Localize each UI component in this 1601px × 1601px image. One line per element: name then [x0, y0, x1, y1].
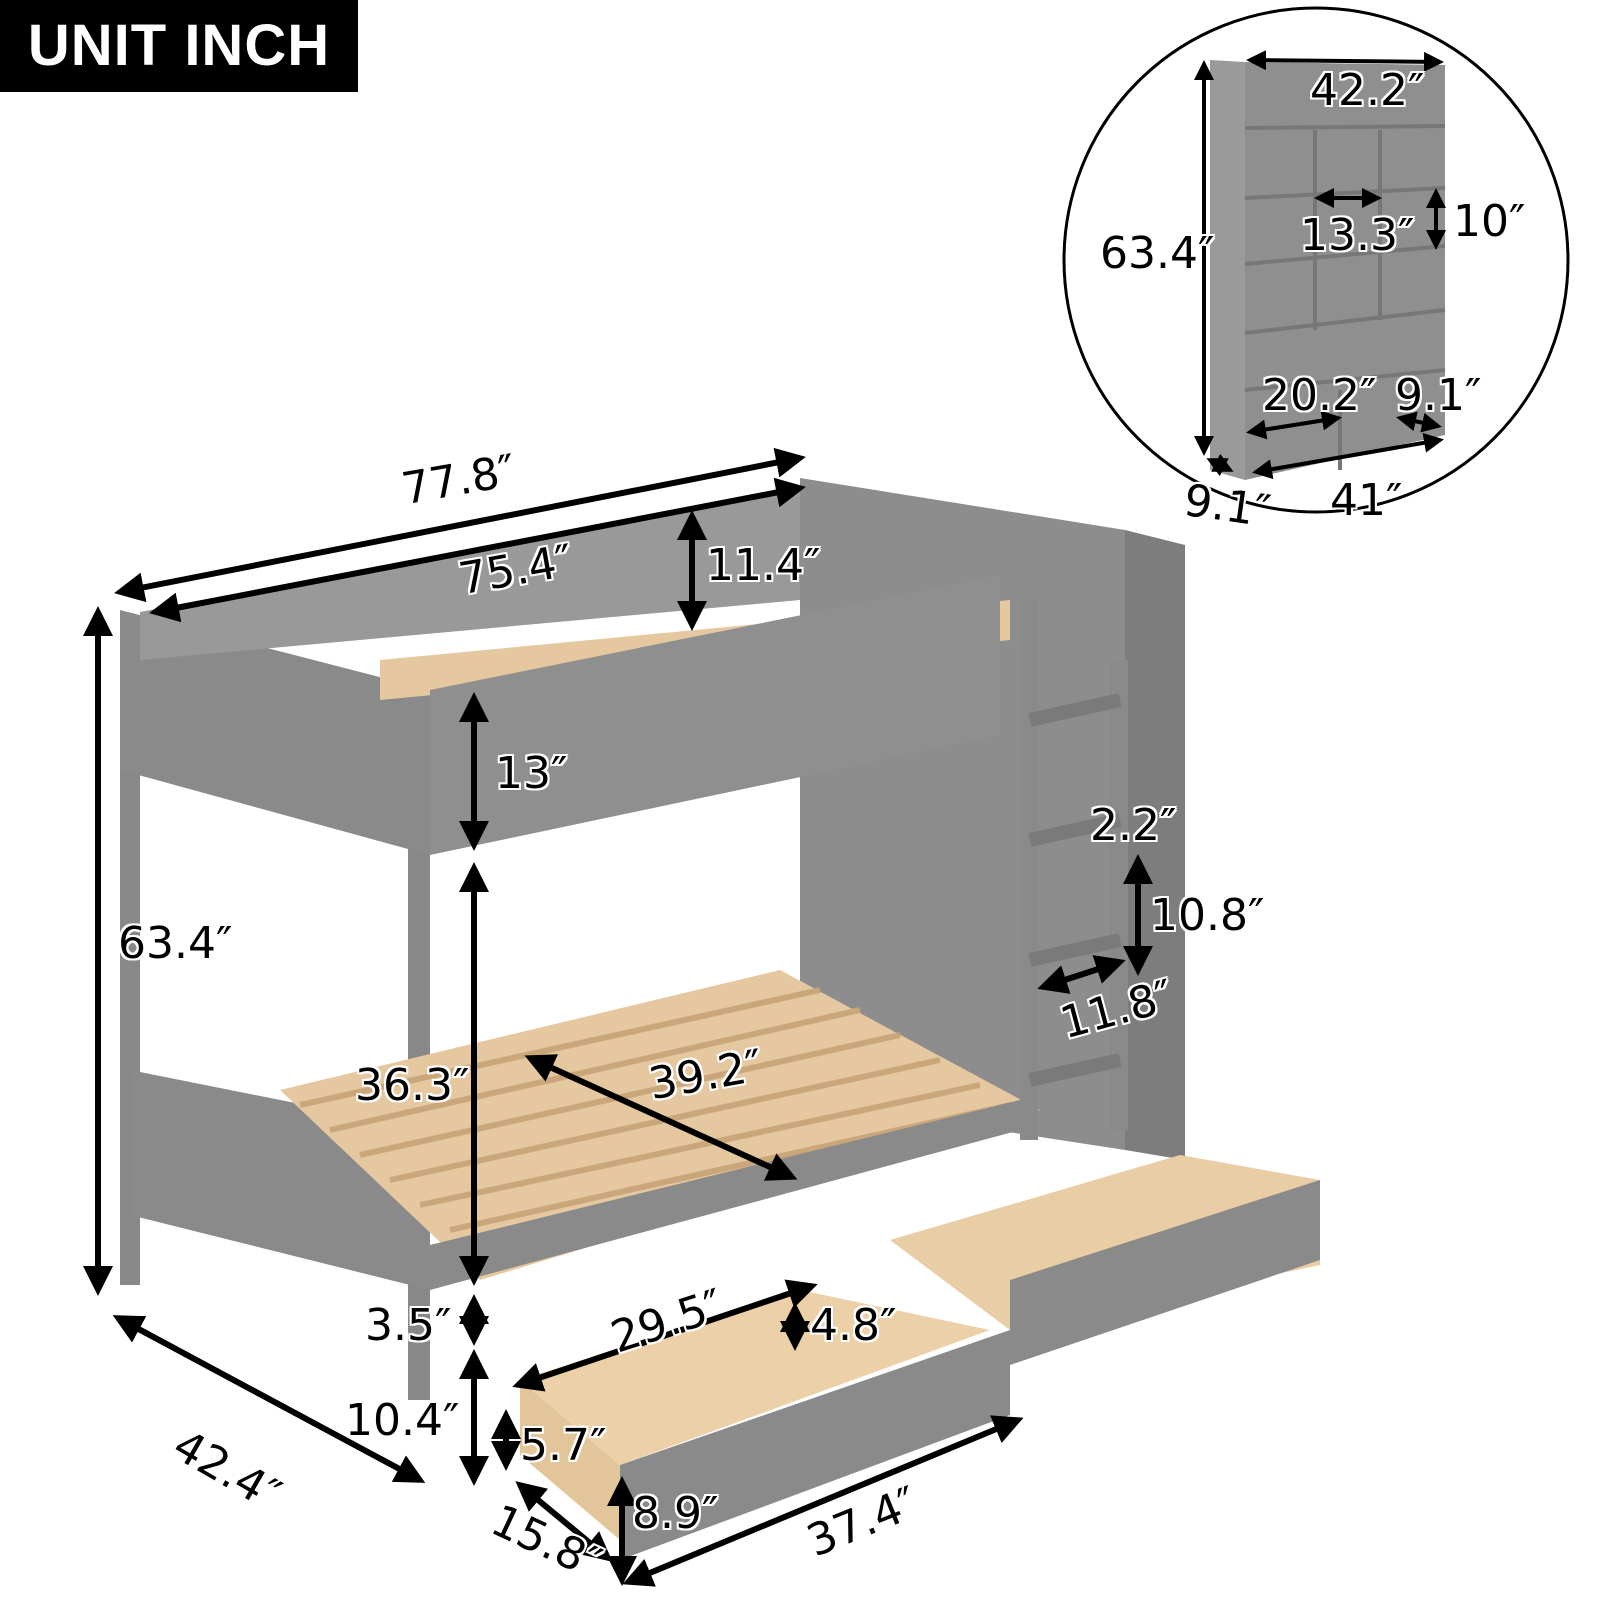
label-bookcase-top-width: 42.2″ — [1310, 65, 1425, 116]
unit-badge: UNIT INCH — [0, 0, 358, 92]
label-bookcase-height: 63.4″ — [1100, 228, 1215, 279]
label-ladder-rung-spacing: 10.8″ — [1150, 890, 1265, 941]
bookcase-inset — [1062, 6, 1570, 514]
label-bookcase-cubby-width: 13.3″ — [1300, 210, 1415, 261]
label-between-bunks-clearance: 36.3″ — [355, 1060, 470, 1111]
label-ladder-rung-depth: 2.2″ — [1090, 800, 1177, 851]
label-overall-height: 63.4″ — [118, 918, 233, 969]
label-bookcase-cubby-height: 10″ — [1453, 196, 1526, 247]
label-bookcase-base-width: 41″ — [1330, 475, 1403, 526]
label-bookcase-bottom-left-width: 20.2″ — [1262, 370, 1377, 421]
label-bottom-rail-height: 3.5″ — [365, 1300, 452, 1351]
dimension-arrows — [83, 447, 1153, 1587]
label-drawer-inner-height: 4.8″ — [810, 1300, 897, 1351]
label-drawer-side-height: 5.7″ — [520, 1420, 607, 1471]
label-drawer-front-height: 8.9″ — [632, 1488, 719, 1539]
label-top-bunk-side-height: 13″ — [495, 748, 568, 799]
label-guardrail-height: 11.4″ — [706, 540, 821, 591]
label-bookcase-bottom-right-width: 9.1″ — [1395, 370, 1482, 421]
label-floor-clearance: 10.4″ — [345, 1395, 460, 1446]
